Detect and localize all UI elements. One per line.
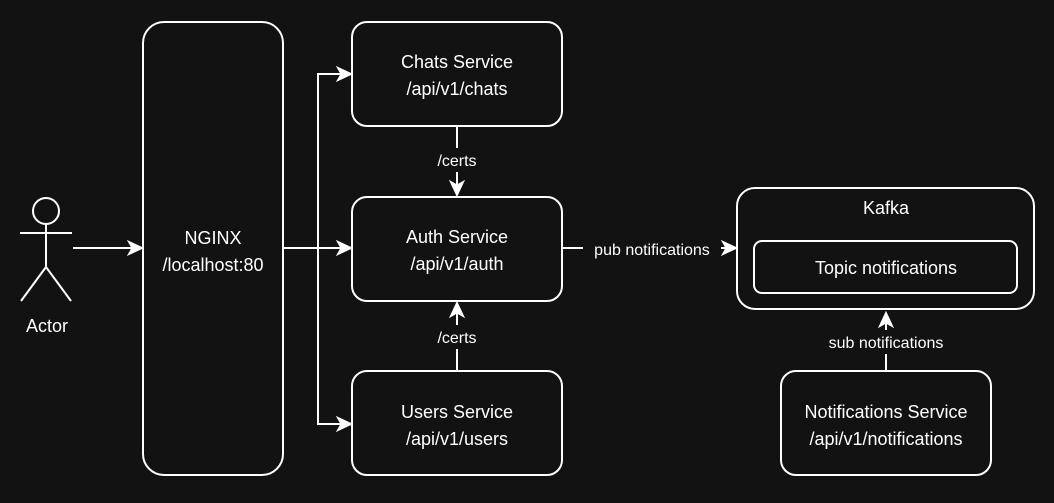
actor-right-leg bbox=[45, 266, 72, 302]
chats-service-node: Chats Service /api/v1/chats bbox=[351, 21, 563, 127]
chats-certs-label: /certs bbox=[437, 153, 476, 170]
arrowhead-users bbox=[335, 415, 354, 433]
arrowhead-nginx bbox=[126, 239, 145, 257]
nginx-box bbox=[142, 21, 284, 476]
actor-label: Actor bbox=[26, 316, 68, 336]
arrowhead-auth-from-users bbox=[448, 300, 466, 319]
nginx-node: NGINX /localhost:80 bbox=[142, 21, 284, 476]
kafka-topic-box bbox=[753, 240, 1018, 294]
pub-notifications-label: pub notifications bbox=[594, 242, 710, 259]
users-service-box bbox=[351, 370, 563, 476]
nginx-title: NGINX bbox=[184, 228, 241, 248]
chats-service-route: /api/v1/chats bbox=[406, 79, 507, 99]
arrowhead-chats bbox=[335, 65, 354, 83]
actor: Actor bbox=[20, 197, 72, 336]
kafka-title: Kafka bbox=[863, 198, 910, 218]
users-service-route: /api/v1/users bbox=[406, 429, 508, 449]
notifications-service-node: Notifications Service /api/v1/notificati… bbox=[780, 370, 992, 476]
edge-labels: /certs /certs pub notifications sub noti… bbox=[427, 148, 957, 354]
arrowhead-auth-from-nginx bbox=[335, 239, 354, 257]
edge-nginx-to-users bbox=[317, 248, 342, 425]
arrowhead-topic bbox=[877, 310, 895, 329]
sub-notifications-label-bg bbox=[815, 330, 957, 354]
auth-service-box bbox=[351, 196, 563, 302]
chats-service-title: Chats Service bbox=[401, 52, 513, 72]
arrowhead-kafka bbox=[720, 239, 739, 257]
auth-service-title: Auth Service bbox=[406, 227, 508, 247]
arrowhead-auth-from-chats bbox=[448, 179, 466, 198]
actor-left-leg bbox=[20, 266, 47, 302]
notifications-service-box bbox=[780, 370, 992, 476]
kafka-topic-label: Topic notifications bbox=[815, 258, 957, 278]
chats-certs-label-bg bbox=[427, 148, 487, 172]
chats-service-box bbox=[351, 21, 563, 127]
users-service-node: Users Service /api/v1/users bbox=[351, 370, 563, 476]
auth-service-node: Auth Service /api/v1/auth bbox=[351, 196, 563, 302]
pub-notifications-label-bg bbox=[583, 237, 721, 261]
nginx-address: /localhost:80 bbox=[162, 255, 263, 275]
auth-service-route: /api/v1/auth bbox=[410, 254, 503, 274]
kafka-node: Kafka Topic notifications bbox=[736, 187, 1035, 310]
users-certs-label: /certs bbox=[437, 330, 476, 347]
sub-notifications-label: sub notifications bbox=[829, 335, 944, 352]
notifications-service-title: Notifications Service bbox=[804, 402, 967, 422]
users-certs-label-bg bbox=[427, 325, 487, 349]
users-service-title: Users Service bbox=[401, 402, 513, 422]
notifications-service-route: /api/v1/notifications bbox=[809, 429, 962, 449]
